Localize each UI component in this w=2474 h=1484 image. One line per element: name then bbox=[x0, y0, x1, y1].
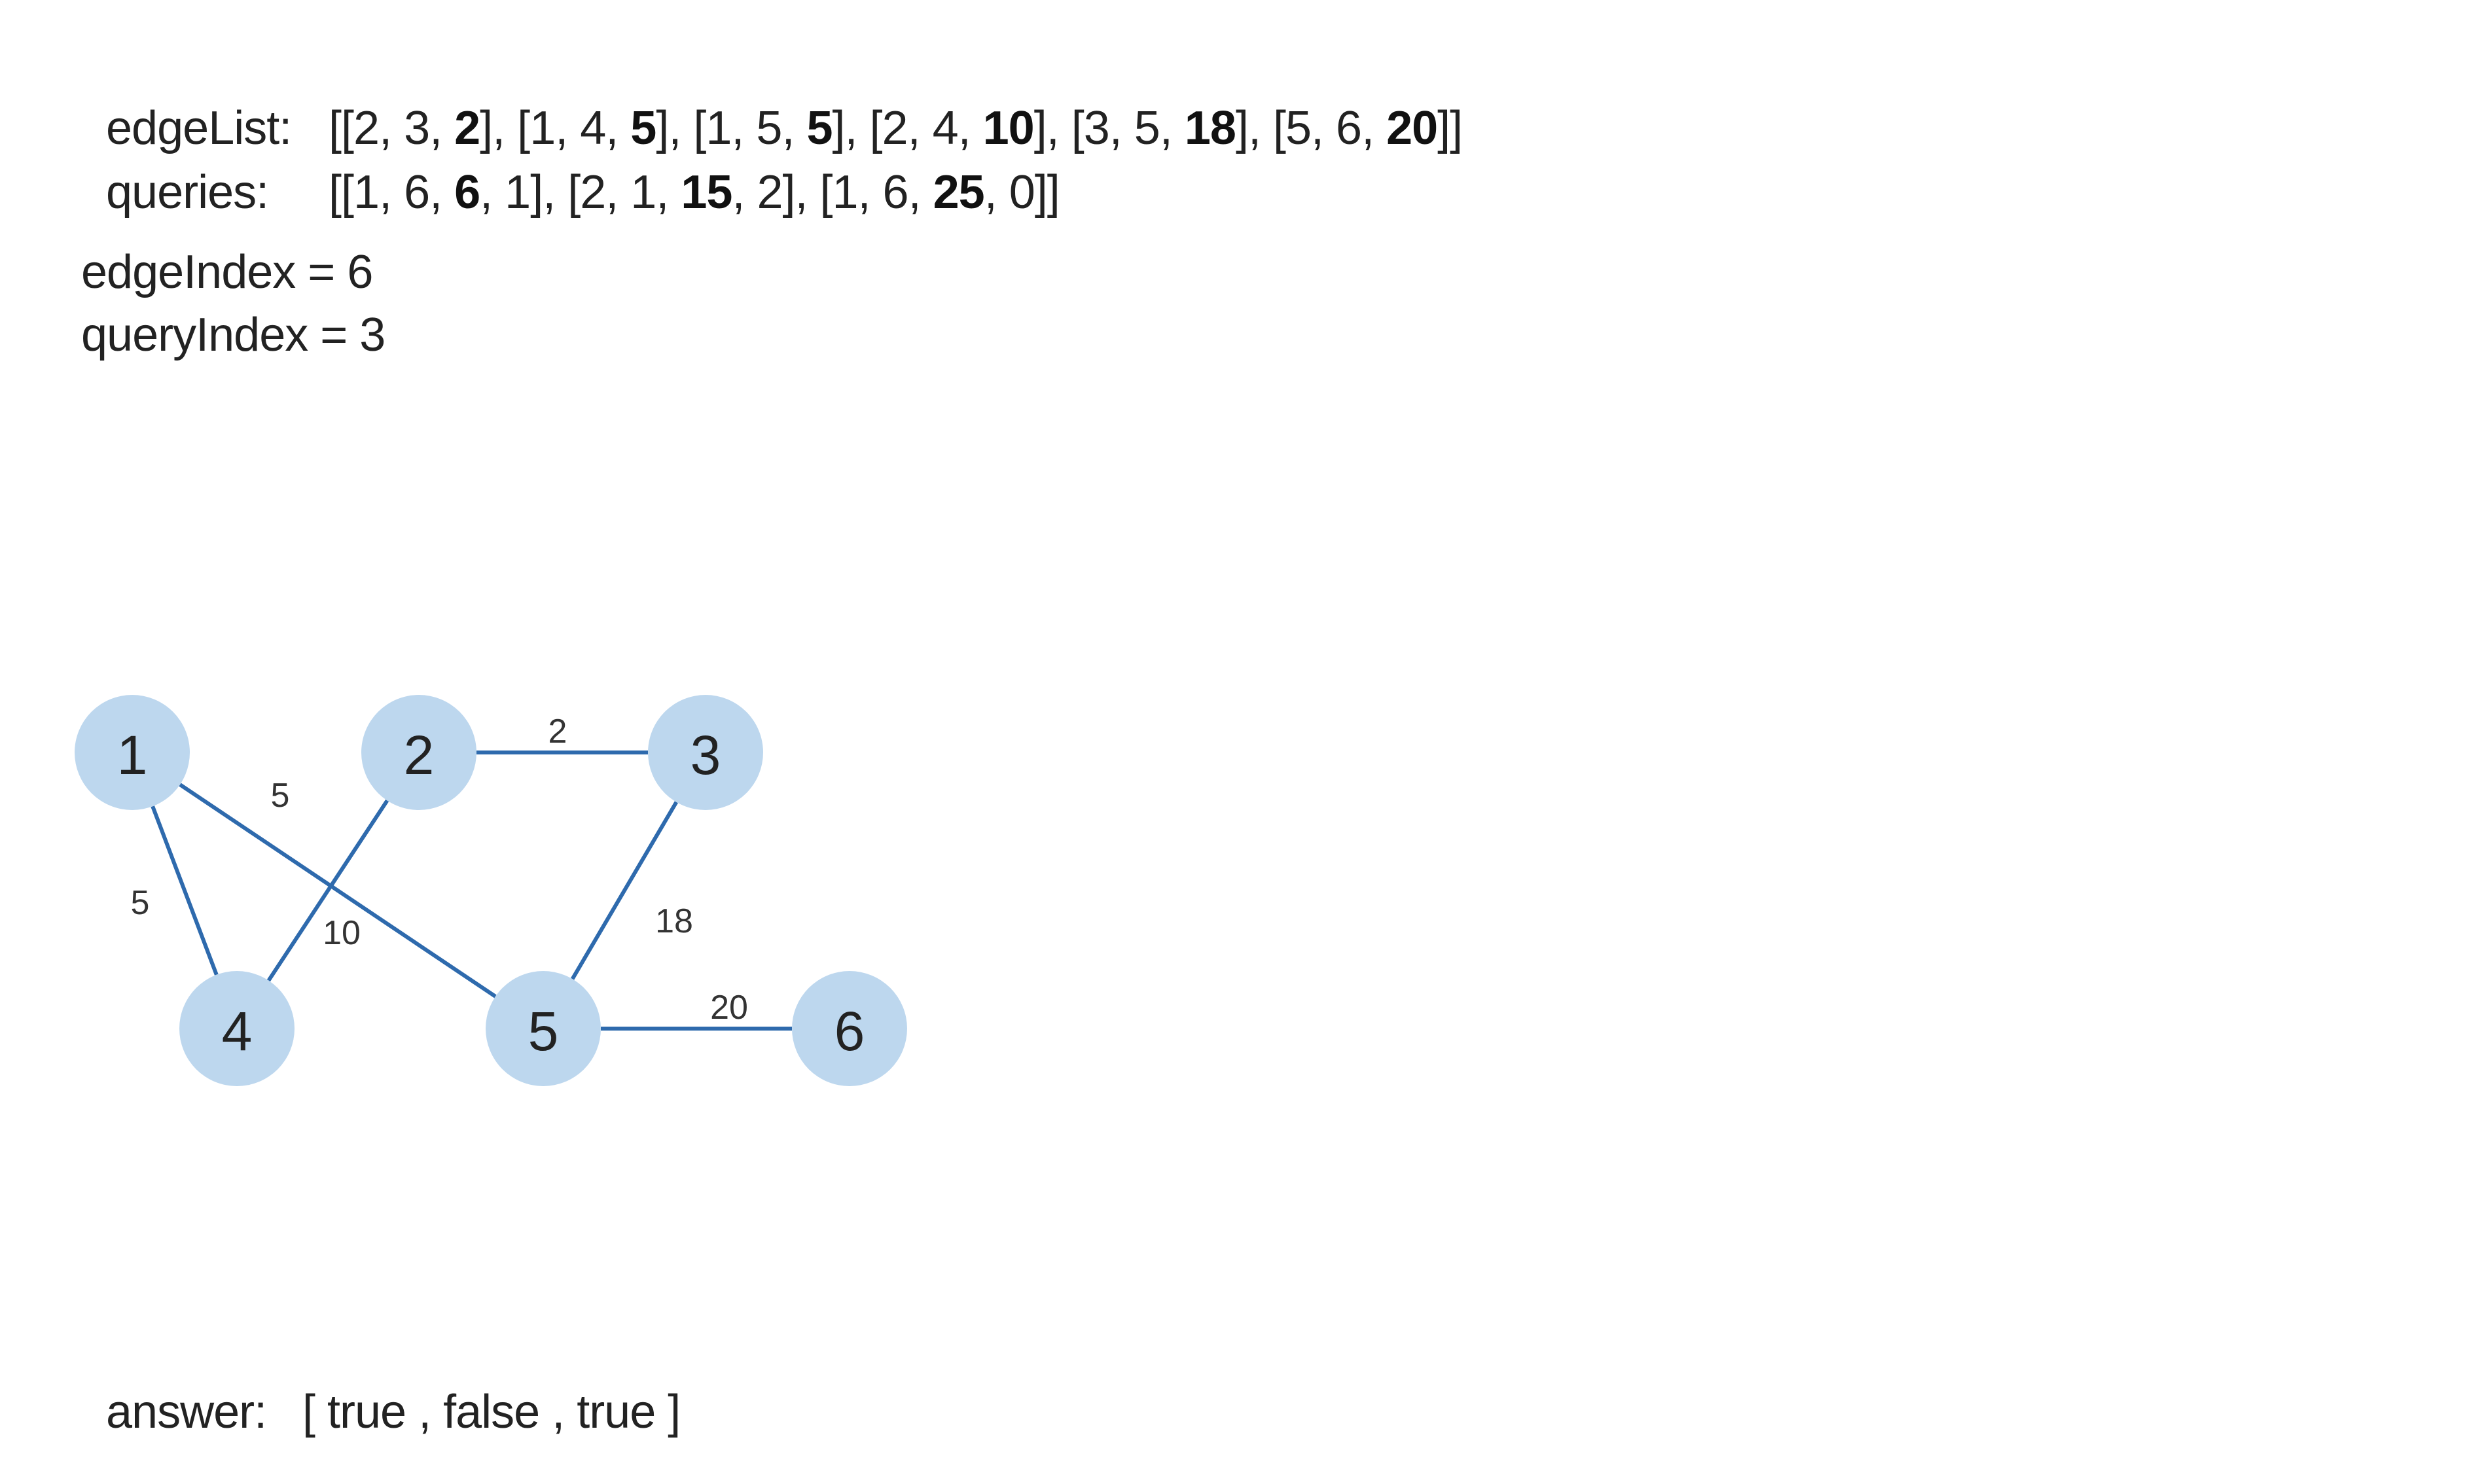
edge-list-value: [[2, 3, 2], [1, 4, 5], [1, 5, 5], [2, 4,… bbox=[329, 102, 1463, 154]
edge-list-token-11: 20 bbox=[1386, 102, 1438, 154]
queries-token-4: , 2], [1, 6, bbox=[732, 166, 933, 219]
node-circle bbox=[486, 971, 601, 1086]
queries-token-3: 15 bbox=[681, 166, 732, 219]
node-label: 3 bbox=[690, 724, 721, 786]
node-circle bbox=[75, 695, 190, 810]
edge-list-token-4: ], [1, 5, bbox=[656, 102, 807, 154]
edge-list-token-0: [[2, 3, bbox=[329, 102, 455, 154]
node-3: 3 bbox=[648, 695, 763, 810]
node-circle bbox=[361, 695, 476, 810]
edge-2-4 bbox=[266, 799, 389, 982]
queries-token-6: , 0]] bbox=[984, 166, 1060, 219]
answer-line: answer: [ true , false , true ] bbox=[81, 1341, 681, 1438]
queries-token-2: , 1], [2, 1, bbox=[480, 166, 681, 219]
edge-weight-1-4: 5 bbox=[131, 884, 150, 922]
edge-list-token-12: ]] bbox=[1437, 102, 1463, 154]
query-index-text: queryIndex = 3 bbox=[81, 309, 385, 361]
edge-weight-1-5: 5 bbox=[271, 777, 290, 815]
edge-1-4 bbox=[151, 805, 219, 976]
edge-list-token-7: 10 bbox=[982, 102, 1035, 154]
node-5: 5 bbox=[486, 971, 601, 1086]
node-label: 1 bbox=[117, 724, 148, 786]
queries-token-1: 6 bbox=[454, 166, 480, 219]
edge-index-text: edgeIndex = 6 bbox=[81, 246, 373, 298]
node-circle bbox=[792, 971, 907, 1086]
node-6: 6 bbox=[792, 971, 907, 1086]
edge-list-token-1: 2 bbox=[454, 102, 480, 154]
queries-token-5: 25 bbox=[933, 166, 985, 219]
edge-list-label: edgeList: bbox=[106, 102, 292, 154]
edge-list-token-3: 5 bbox=[630, 102, 656, 154]
queries-value: [[1, 6, 6, 1], [2, 1, 15, 2], [1, 6, 25,… bbox=[329, 166, 1060, 219]
edge-list-token-9: 18 bbox=[1184, 102, 1236, 154]
edge-list-line: edgeList: [[2, 3, 2], [1, 4, 5], [1, 5, 5… bbox=[81, 58, 1463, 154]
node-2: 2 bbox=[361, 695, 476, 810]
node-label: 2 bbox=[404, 724, 435, 786]
answer-value: [ true , false , true ] bbox=[302, 1386, 681, 1438]
edge-list-token-8: ], [3, 5, bbox=[1033, 102, 1185, 154]
edge-weight-5-6: 20 bbox=[710, 989, 748, 1027]
edge-weight-2-3: 2 bbox=[548, 713, 567, 751]
queries-line: queries: [[1, 6, 6, 1], [2, 1, 15, 2], [1… bbox=[81, 122, 1060, 216]
node-label: 6 bbox=[834, 1000, 865, 1062]
edge-weight-3-5: 18 bbox=[655, 902, 693, 940]
edge-3-5 bbox=[570, 801, 679, 980]
queries-token-0: [[1, 6, bbox=[329, 166, 455, 219]
node-1: 1 bbox=[75, 695, 190, 810]
node-circle bbox=[648, 695, 763, 810]
edge-list-token-10: ], [5, 6, bbox=[1235, 102, 1387, 154]
edge-weight-2-4: 10 bbox=[323, 914, 361, 952]
answer-label: answer: bbox=[106, 1386, 267, 1438]
edge-list-token-5: 5 bbox=[806, 102, 833, 154]
edge-1-5 bbox=[179, 783, 497, 998]
node-label: 5 bbox=[528, 1000, 559, 1062]
edge-list-token-2: ], [1, 4, bbox=[480, 102, 631, 154]
node-4: 4 bbox=[179, 971, 295, 1086]
edge-list-token-6: ], [2, 4, bbox=[832, 102, 983, 154]
queries-label: queries: bbox=[106, 166, 269, 219]
node-circle bbox=[179, 971, 295, 1086]
node-label: 4 bbox=[222, 1000, 253, 1062]
